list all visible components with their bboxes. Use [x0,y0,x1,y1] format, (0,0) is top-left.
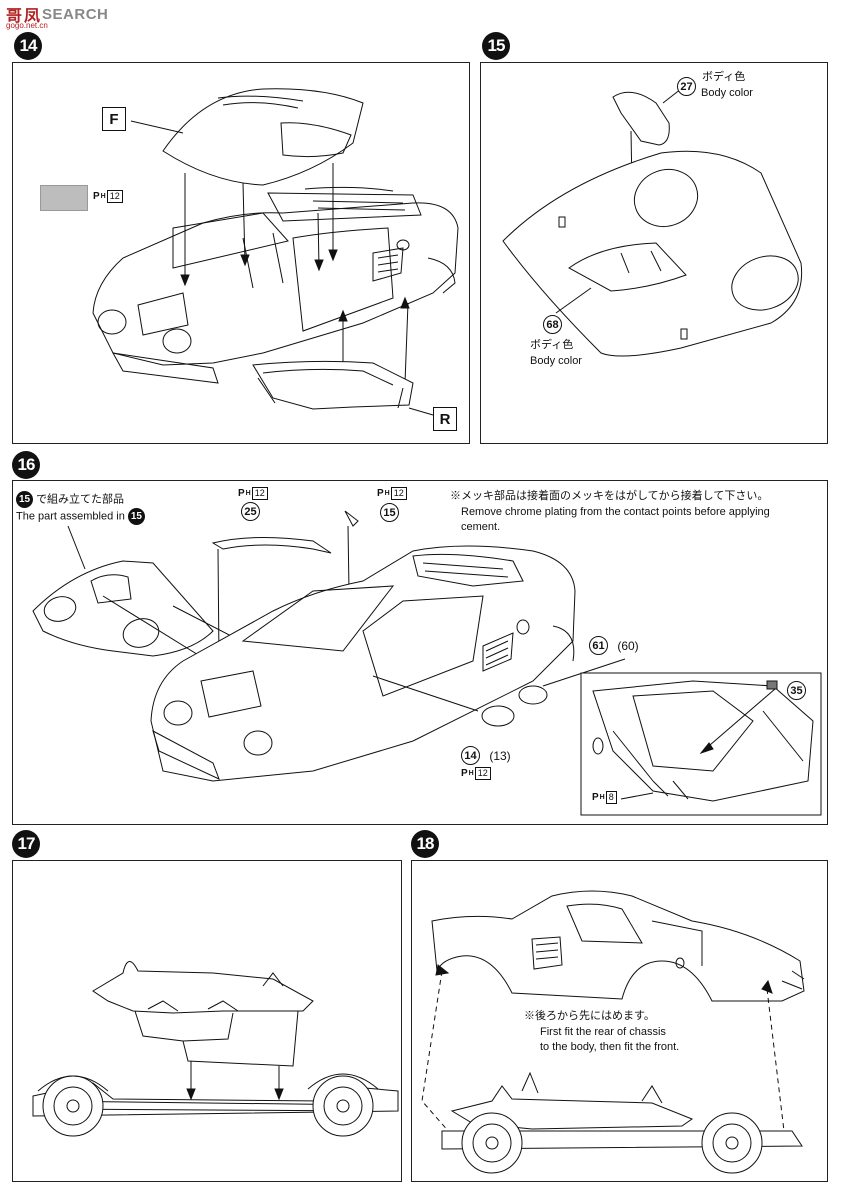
step-17-panel [12,860,402,1182]
step-15-badge: 15 [482,32,510,60]
ph-letter: P [377,488,384,499]
ph-sub: H [468,770,474,777]
part-61: 61 [589,636,608,655]
part-35: 35 [787,681,806,700]
part-60: (60) [617,638,639,653]
chrome-note-jp: ※メッキ部品は接着面のメッキをはがしてから接着して下さい。 [450,490,769,502]
ph-letter: P [238,488,245,499]
part-68: 68 [543,315,562,334]
assembled-step-badge: 15 [16,491,33,508]
step-18-badge: 18 [411,830,439,858]
ph-sub: H [245,490,251,497]
assembled-en-text: The part assembled in [16,510,125,523]
part-15: 15 [380,503,399,522]
step-17-badge: 17 [12,830,40,858]
site-url: gogo.net.cn [6,21,48,30]
step-18-diagram [412,861,829,1183]
step-17-diagram [13,861,403,1183]
step-16-panel [12,480,828,825]
ph-num: 12 [390,487,407,500]
assembled-jp-text: で組み立てた部品 [36,493,125,506]
step-14-diagram [13,63,471,445]
part-27-color-jp: ボディ色 [702,71,746,83]
plating-swatch [40,185,88,211]
step-16-badge: 16 [12,451,40,479]
ph-sub: H [100,193,106,200]
chrome-note-en-2: cement. [461,521,501,533]
step-14-panel [12,62,470,444]
part-27: 27 [677,77,696,96]
ph-letter: P [93,191,100,202]
chrome-note-en-1: Remove chrome plating from the contact p… [461,506,770,518]
step-16-diagram [13,481,829,826]
fit-note-en-1: First fit the rear of chassis [540,1026,666,1038]
part-14: 14 [461,746,480,765]
part-27-color-en: Body color [701,87,753,99]
ph-num: 8 [605,791,617,804]
step-15-panel [480,62,828,444]
ph-letter: P [592,792,599,803]
assembled-part-label-jp: 15 で組み立てた部品 [16,491,124,508]
step-15-diagram [481,63,829,445]
logo-char-left: 哥 [6,8,23,25]
ph-letter: P [461,768,468,779]
logo-char-mid: 凤 [24,8,41,25]
logo-text: SEARCH [42,5,109,23]
ph-sub: H [599,794,605,801]
step-14-badge: 14 [14,32,42,60]
fit-note-jp: ※後ろから先にはめます。 [524,1010,655,1022]
part-68-color-jp: ボディ色 [530,339,574,351]
part-label-f: F [102,107,126,131]
part-13: (13) [489,748,511,763]
fit-note-en-2: to the body, then fit the front. [540,1041,680,1053]
part-25: 25 [241,502,260,521]
assembled-step-badge-en: 15 [127,508,145,525]
assembled-part-label-en: The part assembled in 15 [16,508,145,525]
part-68-color-en: Body color [530,355,582,367]
site-logo: 哥 凤 SEARCH [6,2,108,26]
ph-num: 12 [251,487,268,500]
ph-sub: H [384,490,390,497]
step-18-panel [411,860,828,1182]
ph-num: 12 [106,190,123,203]
part-label-r: R [433,407,457,431]
ph-num: 12 [474,767,491,780]
